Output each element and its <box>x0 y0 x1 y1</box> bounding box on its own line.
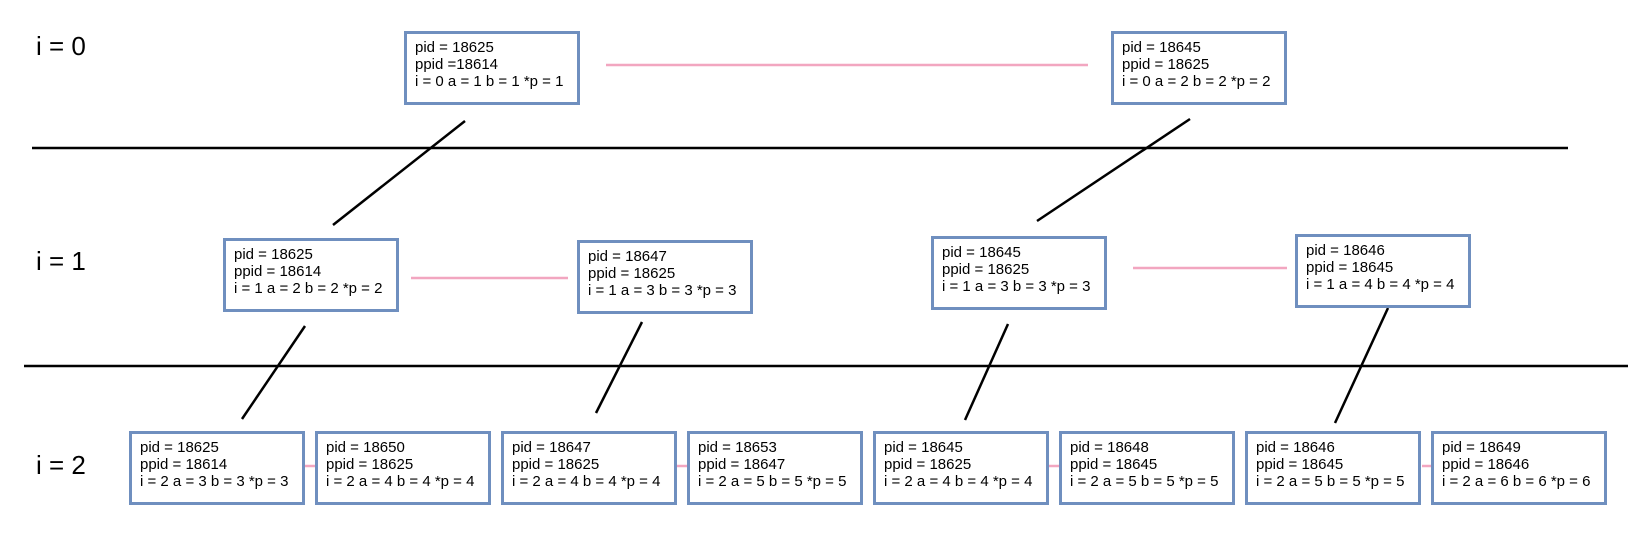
process-node-l0-18625: pid = 18625 ppid =18614 i = 0 a = 1 b = … <box>404 31 580 105</box>
process-node-l2-18649: pid = 18649 ppid = 18646 i = 2 a = 6 b =… <box>1431 431 1607 505</box>
ppid-label: ppid = 18647 <box>698 456 786 473</box>
parent-child-link <box>332 120 466 226</box>
ppid-label: ppid = 18625 <box>588 265 676 282</box>
parent-child-link <box>963 323 1010 421</box>
ppid-label: ppid = 18625 <box>884 456 972 473</box>
pid-label: pid = 18625 <box>234 246 313 263</box>
process-node-l1-18646: pid = 18646 ppid = 18645 i = 1 a = 4 b =… <box>1295 234 1471 308</box>
pid-label: pid = 18650 <box>326 439 405 456</box>
vars-label: i = 1 a = 3 b = 3 *p = 3 <box>588 282 737 299</box>
vars-label: i = 1 a = 2 b = 2 *p = 2 <box>234 280 383 297</box>
process-node-l2-18653: pid = 18653 ppid = 18647 i = 2 a = 5 b =… <box>687 431 863 505</box>
vars-label: i = 2 a = 5 b = 5 *p = 5 <box>1256 473 1405 490</box>
process-node-l2-18650: pid = 18650 ppid = 18625 i = 2 a = 4 b =… <box>315 431 491 505</box>
ppid-label: ppid = 18625 <box>512 456 600 473</box>
parent-child-link <box>240 325 307 420</box>
parent-child-link <box>594 321 644 414</box>
vars-label: i = 2 a = 5 b = 5 *p = 5 <box>1070 473 1219 490</box>
pid-label: pid = 18646 <box>1306 242 1385 259</box>
parent-child-link <box>1036 117 1191 223</box>
process-node-l2-18647: pid = 18647 ppid = 18625 i = 2 a = 4 b =… <box>501 431 677 505</box>
pid-label: pid = 18645 <box>1122 39 1201 56</box>
process-node-l2-18648: pid = 18648 ppid = 18645 i = 2 a = 5 b =… <box>1059 431 1235 505</box>
ppid-label: ppid = 18645 <box>1070 456 1158 473</box>
pid-label: pid = 18653 <box>698 439 777 456</box>
pid-label: pid = 18648 <box>1070 439 1149 456</box>
level-label-0: i = 0 <box>36 31 86 61</box>
pid-label: pid = 18647 <box>512 439 591 456</box>
ppid-label: ppid = 18645 <box>1256 456 1344 473</box>
pid-label: pid = 18647 <box>588 248 667 265</box>
vars-label: i = 1 a = 4 b = 4 *p = 4 <box>1306 276 1455 293</box>
ppid-label: ppid = 18614 <box>140 456 228 473</box>
process-node-l2-18646: pid = 18646 ppid = 18645 i = 2 a = 5 b =… <box>1245 431 1421 505</box>
pid-label: pid = 18625 <box>415 39 494 56</box>
process-node-l1-18645: pid = 18645 ppid = 18625 i = 1 a = 3 b =… <box>931 236 1107 310</box>
process-node-l0-18645: pid = 18645 ppid = 18625 i = 0 a = 2 b =… <box>1111 31 1287 105</box>
vars-label: i = 2 a = 4 b = 4 *p = 4 <box>326 473 475 490</box>
parent-child-link <box>1333 307 1390 424</box>
ppid-label: ppid = 18646 <box>1442 456 1530 473</box>
level-label-2: i = 2 <box>36 450 86 480</box>
vars-label: i = 2 a = 3 b = 3 *p = 3 <box>140 473 289 490</box>
vars-label: i = 2 a = 6 b = 6 *p = 6 <box>1442 473 1591 490</box>
ppid-label: ppid = 18625 <box>326 456 414 473</box>
pid-label: pid = 18645 <box>884 439 963 456</box>
pid-label: pid = 18625 <box>140 439 219 456</box>
pid-label: pid = 18645 <box>942 244 1021 261</box>
process-node-l1-18625: pid = 18625 ppid = 18614 i = 1 a = 2 b =… <box>223 238 399 312</box>
level-label-1: i = 1 <box>36 246 86 276</box>
vars-label: i = 0 a = 2 b = 2 *p = 2 <box>1122 73 1271 90</box>
vars-label: i = 2 a = 5 b = 5 *p = 5 <box>698 473 847 490</box>
vars-label: i = 0 a = 1 b = 1 *p = 1 <box>415 73 564 90</box>
ppid-label: ppid =18614 <box>415 56 498 73</box>
pid-label: pid = 18646 <box>1256 439 1335 456</box>
pid-label: pid = 18649 <box>1442 439 1521 456</box>
vars-label: i = 1 a = 3 b = 3 *p = 3 <box>942 278 1091 295</box>
vars-label: i = 2 a = 4 b = 4 *p = 4 <box>884 473 1033 490</box>
process-node-l2-18625: pid = 18625 ppid = 18614 i = 2 a = 3 b =… <box>129 431 305 505</box>
ppid-label: ppid = 18614 <box>234 263 322 280</box>
ppid-label: ppid = 18625 <box>942 261 1030 278</box>
vars-label: i = 2 a = 4 b = 4 *p = 4 <box>512 473 661 490</box>
process-node-l2-18645: pid = 18645 ppid = 18625 i = 2 a = 4 b =… <box>873 431 1049 505</box>
process-node-l1-18647: pid = 18647 ppid = 18625 i = 1 a = 3 b =… <box>577 240 753 314</box>
ppid-label: ppid = 18625 <box>1122 56 1210 73</box>
ppid-label: ppid = 18645 <box>1306 259 1394 276</box>
